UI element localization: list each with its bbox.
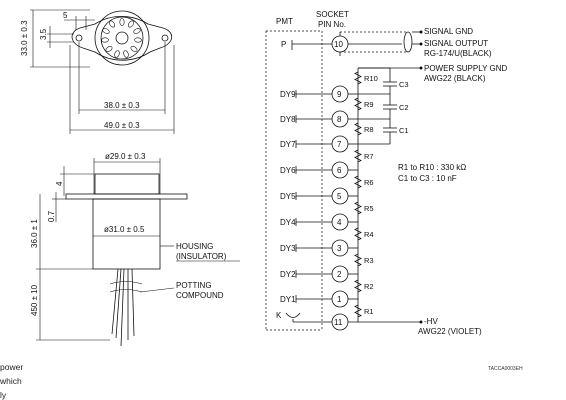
dim-36: 36.0 ± 1 [30, 219, 39, 248]
pin-3-label: 3 [337, 244, 342, 253]
dynode-dy7-label: DY7 [280, 140, 296, 149]
pin-5-label: 5 [337, 192, 342, 201]
potting-label-2: COMPOUND [176, 291, 224, 300]
res-r9-label: R9 [364, 100, 374, 109]
drawing-code: TACCA0003EH [488, 366, 523, 372]
cap-c1-label: C1 [399, 126, 409, 135]
side-text-1: power [0, 362, 23, 372]
hv-label: -HV [424, 317, 438, 326]
dim-lead: 450 ± 10 [30, 284, 39, 316]
schematic: PMT SOCKET PIN No. P 10 SIGNAL GND SIGNA… [265, 10, 523, 372]
lead-wires [109, 268, 143, 347]
pin-10-label: 10 [334, 40, 343, 49]
side-text: power which ly [0, 362, 23, 400]
socket-body [92, 198, 161, 270]
cathode-label: K [276, 311, 282, 320]
dim-inner-width: 38.0 ± 0.3 [104, 101, 140, 110]
pin-11-label: 11 [334, 318, 343, 327]
dynode-dy8-label: DY8 [280, 115, 296, 124]
dim-body-dia: ø31.0 ± 0.5 [104, 225, 145, 234]
pin-1-label: 1 [337, 295, 342, 304]
mount-hole-left [75, 34, 83, 42]
note-resistors: R1 to R10 : 330 kΩ [398, 163, 466, 172]
res-r10-label: R10 [364, 74, 378, 83]
side-text-3: ly [0, 390, 7, 400]
dynode-dy3-label: DY3 [280, 244, 296, 253]
housing-label-2: (INSULATOR) [176, 252, 227, 261]
dim-35: 3.5 [39, 28, 48, 40]
res-r1-label: R1 [364, 307, 374, 316]
dynode-dy6-label: DY6 [280, 166, 296, 175]
dynode-dy1-label: DY1 [280, 295, 296, 304]
dynode-dy2-label: DY2 [280, 270, 296, 279]
res-r6-label: R6 [364, 178, 374, 187]
power-cable-label: AWG22 (BLACK) [424, 74, 486, 83]
socket-outer-ring [94, 10, 150, 66]
pin-8-label: 8 [337, 115, 342, 124]
socket-center-hole [115, 31, 129, 45]
pmt-boundary [265, 30, 323, 331]
top-view: 5 3.5 33.0 ± 0.3 38.0 ± 0.3 49.0 ± 0.3 [20, 9, 175, 134]
mount-hole-right [161, 34, 169, 42]
hv-cable-label: AWG22 (VIOLET) [418, 327, 482, 336]
resistor-chain [354, 71, 362, 318]
socket-top-cap [94, 173, 160, 195]
dim-5: 5 [63, 11, 68, 20]
pin-2-label: 2 [337, 270, 342, 279]
signal-cable-label: RG-174/U(BLACK) [424, 49, 492, 58]
res-r7-label: R7 [364, 152, 374, 161]
res-r8-label: R8 [364, 125, 374, 134]
housing-label: HOUSING [176, 242, 213, 251]
res-r3-label: R3 [364, 256, 374, 265]
note-capacitors: C1 to C3 : 10 nF [398, 174, 457, 183]
dim-height: 33.0 ± 0.3 [20, 20, 29, 56]
anode-label: P [281, 40, 286, 49]
dim-4: 4 [55, 181, 64, 186]
res-r2-label: R2 [364, 282, 374, 291]
dim-top-dia: ø29.0 ± 0.3 [105, 152, 146, 161]
socket-inner-ring [100, 16, 144, 60]
dynode-dy9-label: DY9 [280, 90, 296, 99]
pin-6-label: 6 [337, 166, 342, 175]
potting-label: POTTING [176, 281, 212, 290]
pin-header: PIN No. [318, 20, 346, 29]
power-gnd-label: POWER SUPPLY GND [424, 64, 508, 73]
cap-c2-label: C2 [399, 103, 409, 112]
res-r4-label: R4 [364, 230, 374, 239]
coax-connector [403, 31, 413, 53]
signal-gnd-label: SIGNAL GND [424, 27, 473, 36]
pin-9-label: 9 [337, 90, 342, 99]
dynode-dy5-label: DY5 [280, 192, 296, 201]
pin-7-label: 7 [337, 140, 342, 149]
dynode-rows: DY9 9 DY8 8 DY7 7 DY6 6 DY5 [280, 85, 358, 308]
pin-holes [101, 18, 142, 58]
res-r5-label: R5 [364, 204, 374, 213]
socket-header: SOCKET [316, 10, 349, 19]
pmt-header: PMT [276, 17, 293, 26]
dim-outer-width: 49.0 ± 0.3 [104, 121, 140, 130]
dynode-dy4-label: DY4 [280, 218, 296, 227]
dim-07: 0.7 [47, 210, 56, 222]
side-view: ø29.0 ± 0.3 ø31.0 ± 0.5 4 0.7 36.0 ± 1 [30, 152, 240, 347]
signal-output-label: SIGNAL OUTPUT [424, 39, 488, 48]
side-text-2: which [0, 376, 22, 386]
pin-4-label: 4 [337, 218, 342, 227]
socket-flange-plate [65, 193, 188, 200]
cap-c3-label: C3 [399, 80, 409, 89]
socket-flange-outline [71, 16, 173, 61]
